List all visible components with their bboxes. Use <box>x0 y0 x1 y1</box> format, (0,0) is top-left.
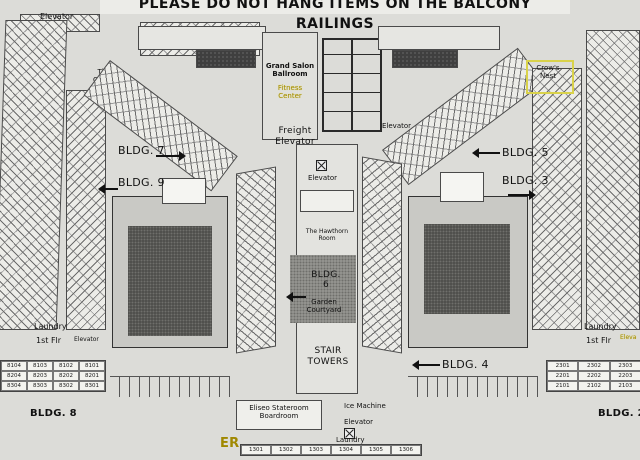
garden-courtyard <box>290 255 356 323</box>
laundry-right-label: Laundry <box>584 322 617 331</box>
unit-cell: 8202 <box>53 371 79 381</box>
building-galley-wing <box>66 90 106 330</box>
eliseo-boardroom <box>236 400 322 430</box>
stair-towers-label: STAIR TOWERS <box>307 346 349 367</box>
top-right-sign-block <box>392 50 458 68</box>
grand-salon-label: Grand Salon Ballroom <box>265 62 315 78</box>
bldg-6-label: BLDG. 6 <box>311 270 341 290</box>
top-left-block <box>138 26 266 50</box>
tennis-court <box>322 38 382 132</box>
unit-cell: 2202 <box>578 371 610 381</box>
unit-cell: 8203 <box>27 371 53 381</box>
left-pool <box>128 226 212 336</box>
bldg-3-arrow <box>508 190 536 200</box>
balcony-warning-banner: PLEASE DO NOT HANG ITEMS ON THE BALCONY … <box>100 0 570 32</box>
unit-cell: 8104 <box>1 361 27 371</box>
bldg-9-label: BLDG. 9 <box>118 176 165 189</box>
left-edge-label: ER <box>220 436 240 451</box>
right-pool <box>424 224 510 314</box>
unit-cell: 1301 <box>241 445 271 455</box>
unit-cell: 8302 <box>53 381 79 391</box>
unit-cell: 2302 <box>578 361 610 371</box>
bldg-6-arrow <box>286 292 306 302</box>
laundry-bottom-label: Laundry <box>336 436 365 444</box>
unit-cell: 8102 <box>53 361 79 371</box>
unit-cell: 2303 <box>609 361 640 371</box>
bldg-4-arrow <box>412 360 440 370</box>
unit-cell: 8304 <box>1 381 27 391</box>
bldg-7-label: BLDG. 7 <box>118 144 165 157</box>
bldg-2-label: BLDG. 2 <box>598 408 640 419</box>
unit-cell: 8103 <box>27 361 53 371</box>
unit-cell: 2101 <box>547 381 579 391</box>
bldg-5-label: BLDG. 5 <box>502 146 549 159</box>
freight-elevator-label: Freight Elevator <box>275 126 315 147</box>
bldg-5-arrow <box>472 148 500 158</box>
building-crows-nest-wing <box>532 68 582 330</box>
unit-cell: 8204 <box>1 371 27 381</box>
elevator-bottom-label: Elevator <box>344 418 374 426</box>
eliseo-boardroom-label: Eliseo Stateroom Boardroom <box>249 404 309 420</box>
unit-table-left: 8104 8103 8102 8101 8204 8203 8202 8201 … <box>0 360 106 392</box>
unit-cell: 8101 <box>79 361 105 371</box>
elevator-right-small-label: Eleva <box>620 334 637 341</box>
building-left-diagonal <box>236 166 276 354</box>
elevator-left-small-label: Elevator <box>74 336 99 343</box>
elevator-right-label: Elevator <box>382 122 412 130</box>
unit-table-right: 2301 2302 2303 2201 2202 2203 2101 2102 … <box>546 360 640 392</box>
bldg-7-arrow <box>156 151 186 161</box>
unit-cell: 8201 <box>79 371 105 381</box>
unit-cell: 8301 <box>79 381 105 391</box>
bldg-9-arrow <box>98 184 118 194</box>
top-left-sign-block <box>196 50 256 68</box>
bldg-3-label: BLDG. 3 <box>502 174 549 187</box>
bldg-4-label: BLDG. 4 <box>442 358 489 371</box>
unit-cell: 1305 <box>361 445 391 455</box>
fitness-center-label: Fitness Center <box>277 84 303 100</box>
building-7 <box>83 60 238 192</box>
bldg-8-label: BLDG. 8 <box>30 408 77 419</box>
ice-machine-label: Ice Machine <box>344 402 386 410</box>
building-5 <box>382 47 545 186</box>
hawthorn-room <box>300 190 354 212</box>
garden-courtyard-label: Garden Courtyard <box>306 298 342 314</box>
right-gazebo <box>440 172 484 202</box>
unit-cell: 2203 <box>609 371 640 381</box>
unit-cell: 8303 <box>27 381 53 391</box>
bottom-elevator-icon <box>344 428 355 439</box>
center-elevator-icon <box>316 160 327 171</box>
building-right-diagonal <box>362 156 402 354</box>
unit-cell: 2103 <box>609 381 640 391</box>
elevator-top-left-label: Elevator <box>40 12 74 21</box>
unit-cell: 1306 <box>391 445 421 455</box>
building-2-east-wing <box>586 30 640 330</box>
parking-row-left <box>110 376 230 397</box>
unit-strip-bottom: 1301 1302 1303 1304 1305 1306 <box>240 444 422 456</box>
left-gazebo <box>162 178 206 204</box>
hawthorn-room-label: The Hawthorn Room <box>305 228 349 242</box>
unit-cell: 1302 <box>271 445 301 455</box>
grand-salon-ballroom <box>262 32 318 140</box>
top-right-block <box>378 26 500 50</box>
unit-cell: 2301 <box>547 361 579 371</box>
first-floor-right-label: 1st Flr <box>586 336 612 345</box>
unit-cell: 2201 <box>547 371 579 381</box>
first-floor-left-label: 1st Flr <box>36 336 62 345</box>
crows-nest-label: Crow's Nest <box>536 64 560 80</box>
laundry-left-label: Laundry <box>34 322 67 331</box>
parking-row-right <box>408 376 538 397</box>
building-8-west-wing <box>0 20 68 330</box>
center-elevator-label: Elevator <box>308 174 338 182</box>
crows-nest-highlight <box>526 60 574 94</box>
unit-cell: 1303 <box>301 445 331 455</box>
unit-cell: 2102 <box>578 381 610 391</box>
unit-cell: 1304 <box>331 445 361 455</box>
